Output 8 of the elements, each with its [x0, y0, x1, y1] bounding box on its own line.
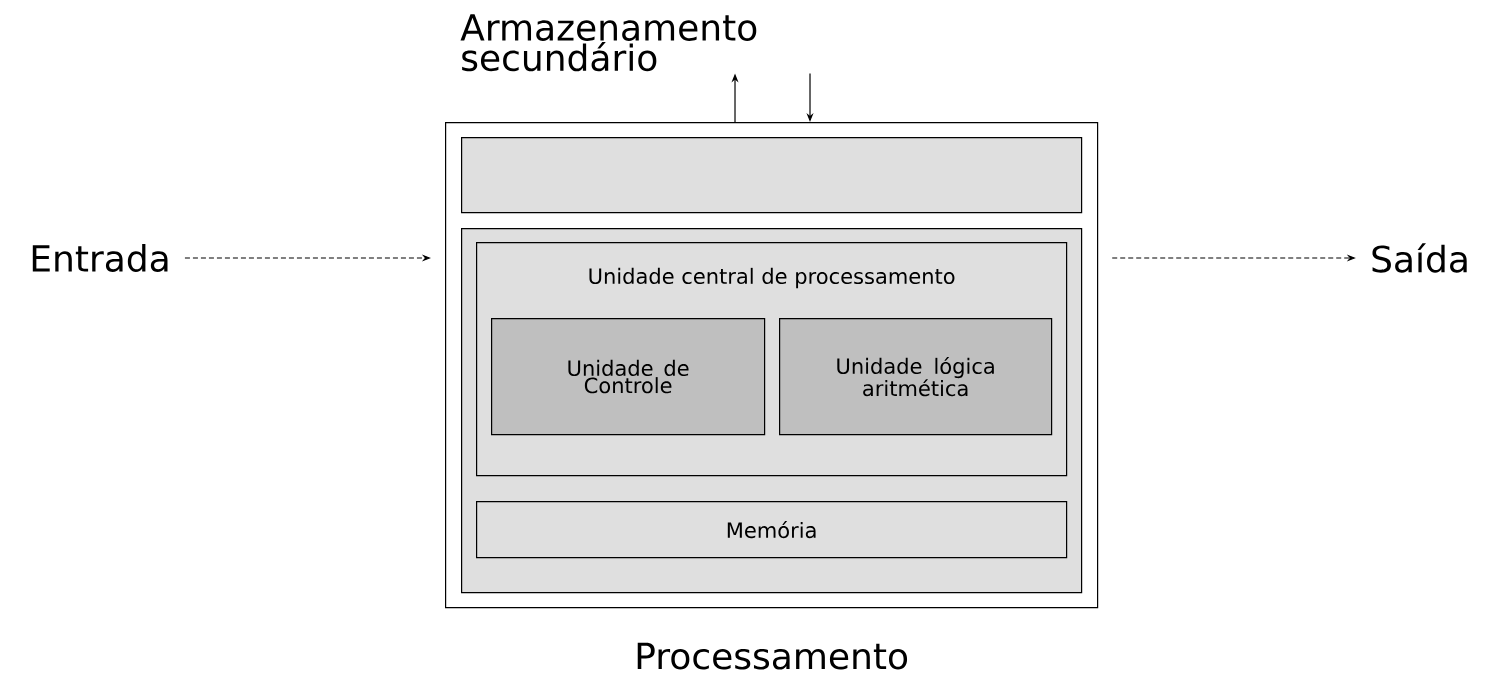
label: Armazenamento secundário [460, 14, 757, 72]
box-title: Processamento [637, 642, 908, 670]
unit-box: Unidade lógica aritmética [779, 318, 1053, 436]
label: Entrada [32, 244, 168, 272]
unit-box: Unidade de Controle [491, 318, 766, 436]
label: Saída [1372, 243, 1467, 273]
panel [461, 137, 1083, 214]
memory-box: Memória [476, 501, 1068, 559]
